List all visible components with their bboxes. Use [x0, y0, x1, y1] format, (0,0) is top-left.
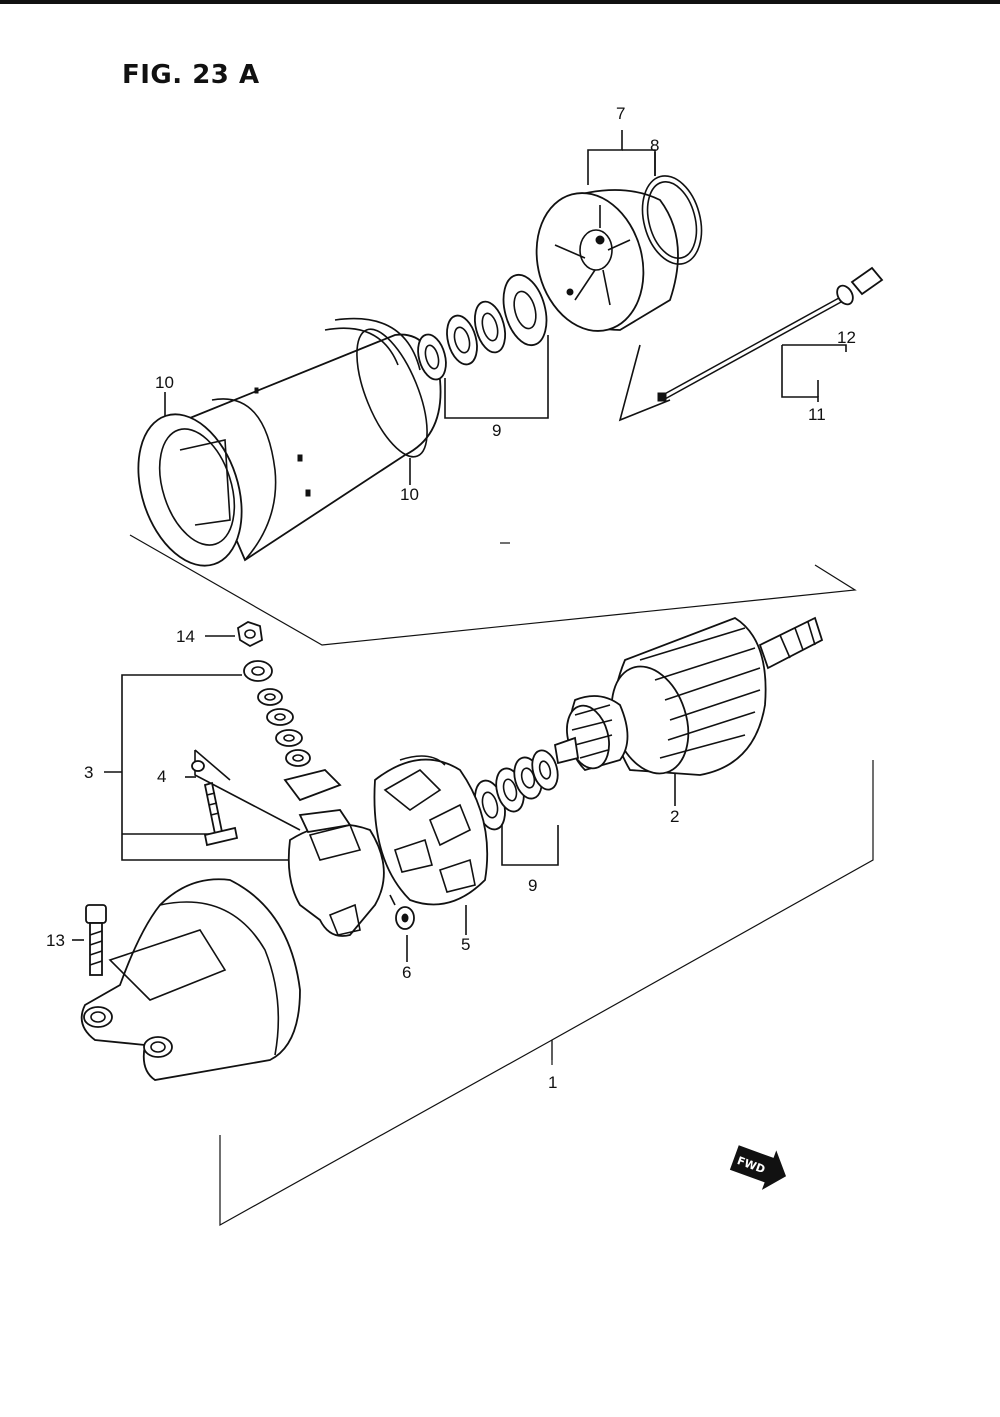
top-border	[0, 0, 1000, 4]
terminal-nut	[237, 621, 263, 648]
callout-9-upper: 9	[492, 421, 501, 440]
brush-plate	[283, 769, 385, 937]
callout-12: 12	[837, 328, 856, 347]
callout-13: 13	[46, 931, 65, 950]
callout-1: 1	[548, 1073, 557, 1092]
callout-3: 3	[84, 763, 93, 782]
callout-2: 2	[670, 807, 679, 826]
front-housing	[80, 878, 301, 1081]
callout-6: 6	[402, 963, 411, 982]
callout-9-lower: 9	[528, 876, 537, 895]
terminal-bolt	[191, 760, 239, 847]
callout-10-left: 10	[155, 373, 174, 392]
yoke-housing	[137, 317, 442, 567]
callout-11: 11	[808, 405, 826, 424]
armature	[553, 616, 824, 776]
brush-holder	[373, 755, 489, 906]
terminal-washers	[243, 660, 311, 767]
callout-8: 8	[650, 136, 659, 155]
mounting-bolt	[85, 904, 107, 976]
bearing	[389, 894, 415, 930]
end-cover	[535, 175, 703, 332]
washer-stack-upper	[417, 273, 548, 381]
through-bolt	[657, 266, 884, 402]
figure-title: FIG. 23 A	[122, 60, 260, 90]
callout-4: 4	[157, 767, 166, 786]
callout-7: 7	[616, 104, 625, 123]
fwd-direction-arrow: FWD	[729, 1145, 787, 1190]
callout-10-bottom: 10	[400, 485, 419, 504]
leader-lines	[72, 130, 874, 1227]
callout-5: 5	[461, 935, 470, 954]
callout-numbers: 1 2 3 4 5 6 7 8 9 9 10 10 11 12 13 14	[46, 104, 856, 1092]
callout-14: 14	[176, 627, 195, 646]
